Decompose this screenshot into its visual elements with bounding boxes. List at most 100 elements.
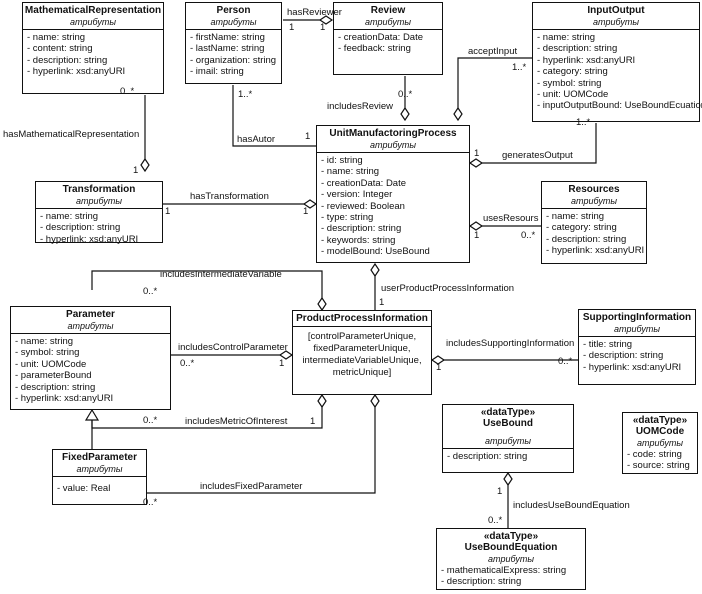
diamond-ppi-intermediate [317,296,327,312]
class-name: UOMCode [635,426,685,437]
class-supporting-information[interactable]: SupportingInformation атрибуты - title: … [578,309,696,385]
multiplicity: 0..* [521,230,536,241]
attribute: - hyperlink: xsd:anyURI [546,245,645,257]
label-includes-review: includesReview [327,101,394,112]
section-label: атрибуты [571,196,617,206]
attribute: - description: string [441,576,522,588]
class-fixed-parameter[interactable]: FixedParameter атрибуты - value: Real [52,449,147,505]
attribute: - description: string [583,350,664,362]
diamond-ppi-metric [317,393,327,409]
class-name: Person [216,5,251,16]
class-review[interactable]: Review атрибуты - creationData: Date - f… [333,2,443,75]
class-transformation[interactable]: Transformation атрибуты - name: string -… [35,181,163,245]
label-has-transformation: hasTransformation [190,191,269,202]
class-name: InputOutput [587,5,645,16]
stereotype: «dataType» [632,415,688,426]
diamond-ppi-fixed [370,393,380,409]
multiplicity: 0..* [120,86,135,97]
diamond-review [318,15,334,25]
label-includes-metric: includesMetricOfInterest [185,416,288,427]
section-label: атрибуты [370,140,416,150]
multiplicity: 0..* [143,415,158,426]
class-use-bound-equation[interactable]: «dataType» UseBoundEquation атрибуты - m… [436,528,586,590]
label-includes-usebound-equation: includesUseBoundEquation [513,500,630,511]
attribute: - name: string [537,32,596,43]
attribute: - creationData: Date [321,177,407,189]
multiplicity: 0..* [558,356,573,367]
attribute: - description: string [447,451,528,462]
attribute: - name: string [15,336,74,347]
label-includes-intermediate: includesIntermediateVariable [160,269,282,280]
label-has-reviewer: hasReviewer [287,7,342,18]
class-name: ProductProcessInformation [296,313,428,324]
constraint-line: intermediateVariableUnique, [302,355,422,366]
class-name: MathematicalRepresentation [24,5,162,16]
attribute: - code: string [627,449,682,460]
section-label: атрибуты [210,17,257,27]
attribute: - unit: UOMCode [537,89,609,101]
label-includes-control: includesControlParameter [178,342,288,353]
attribute: - name: string [321,166,380,178]
section-label: атрибуты [637,438,683,448]
multiplicity: 1 [379,297,385,308]
attribute: - description: string [15,381,96,393]
attribute: - value: Real [57,483,111,494]
class-uom-code[interactable]: «dataType» UOMCode атрибуты - code: stri… [622,412,698,474]
divider [186,29,281,30]
class-name: Resources [568,184,620,195]
section-label: атрибуты [614,324,660,334]
attribute: - hyperlink: xsd:anyURI [583,361,682,373]
attribute: - name: string [40,211,99,222]
attribute: - modelBound: UseBound [321,246,430,258]
attribute: - title: string [583,339,633,350]
diamond-ppi-supporting [430,355,446,365]
class-product-process-information[interactable]: ProductProcessInformation [controlParame… [292,310,432,395]
diamond-ump-transformation [302,199,318,209]
multiplicity: 1 [289,22,295,33]
edge-has-autor [232,85,316,147]
diamond-ump-ppi [370,262,380,278]
attribute: - name: string [546,211,605,222]
attribute: - hyperlink: xsd:anyURI [537,54,636,66]
class-name: UseBoundEquation [464,542,558,553]
section-label: атрибуты [67,321,114,331]
attribute: - name: string [27,32,86,43]
attribute: - description: string [537,43,618,55]
attribute: - content: string [27,43,93,55]
diamond-accept-input [453,106,463,122]
edge-accept-input [457,57,532,120]
multiplicity: 1 [474,148,480,159]
attribute: - mathematicalExpress: string [441,565,567,576]
multiplicity: 0..* [143,497,158,508]
attribute: - hyperlink: xsd:anyURI [40,233,139,245]
multiplicity: 1 [133,165,139,176]
attribute: - inputOutputBound: UseBoundEcuation [537,100,702,112]
multiplicity: 1 [310,416,316,427]
class-person[interactable]: Person атрибуты - firstName: string - la… [185,2,282,84]
multiplicity: 0..* [180,358,195,369]
label-accept-input: acceptInput [468,46,518,57]
class-input-output[interactable]: InputOutput атрибуты - name: string - de… [532,2,702,122]
class-unit-manufactoring-process[interactable]: UnitManufactoringProcess атрибуты - id: … [316,125,470,263]
divider [11,333,170,334]
attribute: - symbol: string [537,77,602,89]
class-name: Transformation [62,184,136,195]
attribute: - hyperlink: xsd:anyURI [15,393,114,405]
class-parameter[interactable]: Parameter атрибуты - name: string - symb… [10,306,171,410]
multiplicity: 1..* [238,89,253,100]
attribute: - symbol: string [15,347,80,359]
constraint-line: fixedParameterUnique, [313,343,411,354]
diamond-includes-review [400,106,410,122]
class-use-bound[interactable]: «dataType» UseBound атрибуты - descripti… [442,404,574,473]
class-resources[interactable]: Resources атрибуты - name: string - cate… [541,181,647,264]
multiplicity: 1 [305,131,311,142]
diamond-ppi-control [278,350,294,360]
attribute: - feedback: string [338,43,411,55]
class-name: Parameter [66,309,115,320]
class-name: UseBound [483,418,533,429]
class-mathematical-representation[interactable]: MathematicalRepresentation атрибуты - na… [22,2,164,94]
multiplicity: 1 [303,206,309,217]
attribute: - creationData: Date [338,32,424,43]
section-label: атрибуты [70,17,116,27]
